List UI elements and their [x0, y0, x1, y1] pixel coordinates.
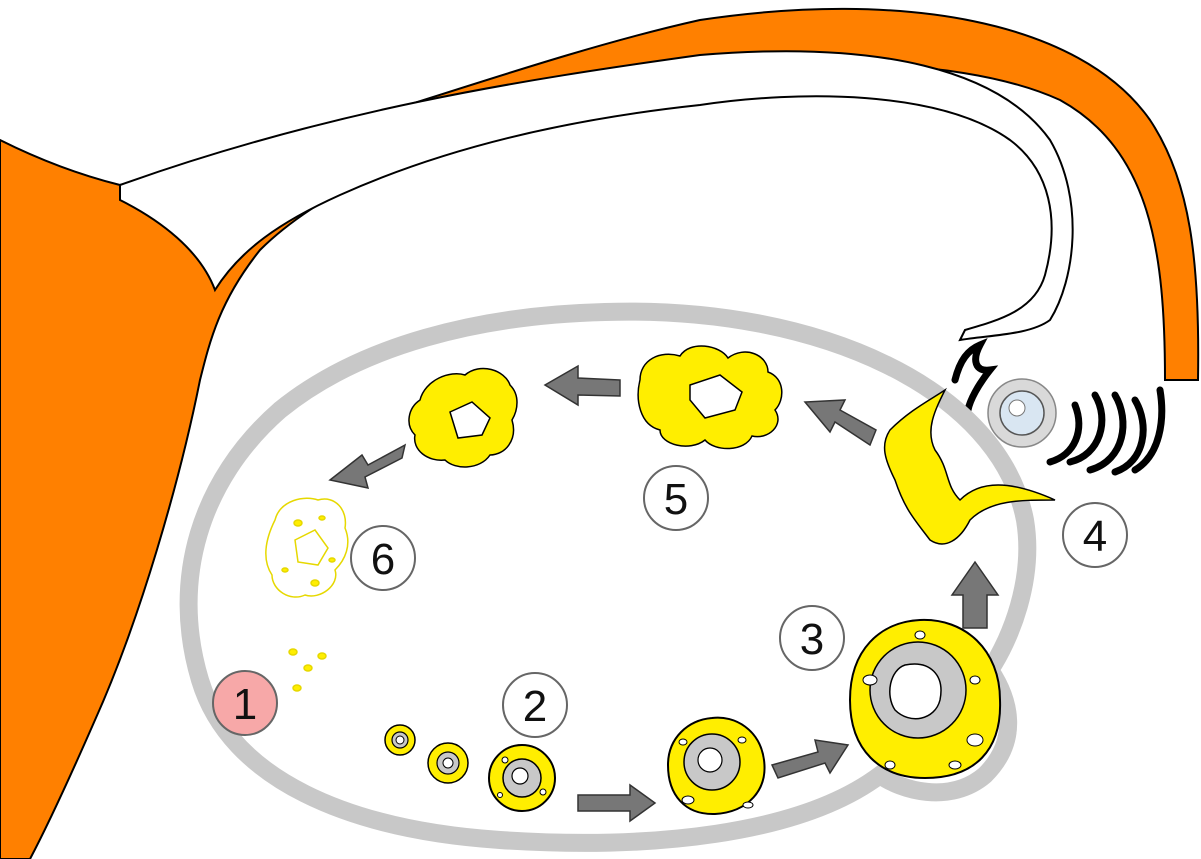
ruptured-follicle-icon — [883, 387, 1056, 545]
stage-label-2: 2 — [523, 682, 547, 731]
stage-circle-6: 6 — [350, 525, 416, 591]
follicle-icon — [384, 716, 766, 816]
stage-circle-5: 5 — [643, 465, 709, 531]
stage-label-4: 4 — [1083, 512, 1107, 561]
fimbriae-icon — [951, 337, 1166, 476]
stage-circle-1: 1 — [212, 670, 278, 736]
fallopian-tube-icon — [0, 7, 1200, 859]
stage-label-1: 1 — [233, 680, 257, 729]
corpus-luteum-icon — [637, 345, 783, 450]
stage-circle-4: 4 — [1062, 502, 1128, 568]
corpus-albicans-icon — [265, 497, 349, 692]
progress-arrow-icon — [328, 364, 1000, 823]
regressing-corpus-luteum-icon — [408, 367, 518, 468]
stage-label-5: 5 — [664, 475, 688, 524]
stage-label-6: 6 — [371, 535, 395, 584]
stage-circle-3: 3 — [779, 605, 845, 671]
stage-label-3: 3 — [800, 615, 824, 664]
ovary-icon — [179, 302, 1037, 852]
stage-circle-2: 2 — [502, 672, 568, 738]
mature-follicle-icon — [848, 618, 1002, 780]
ovum-icon — [987, 378, 1057, 448]
